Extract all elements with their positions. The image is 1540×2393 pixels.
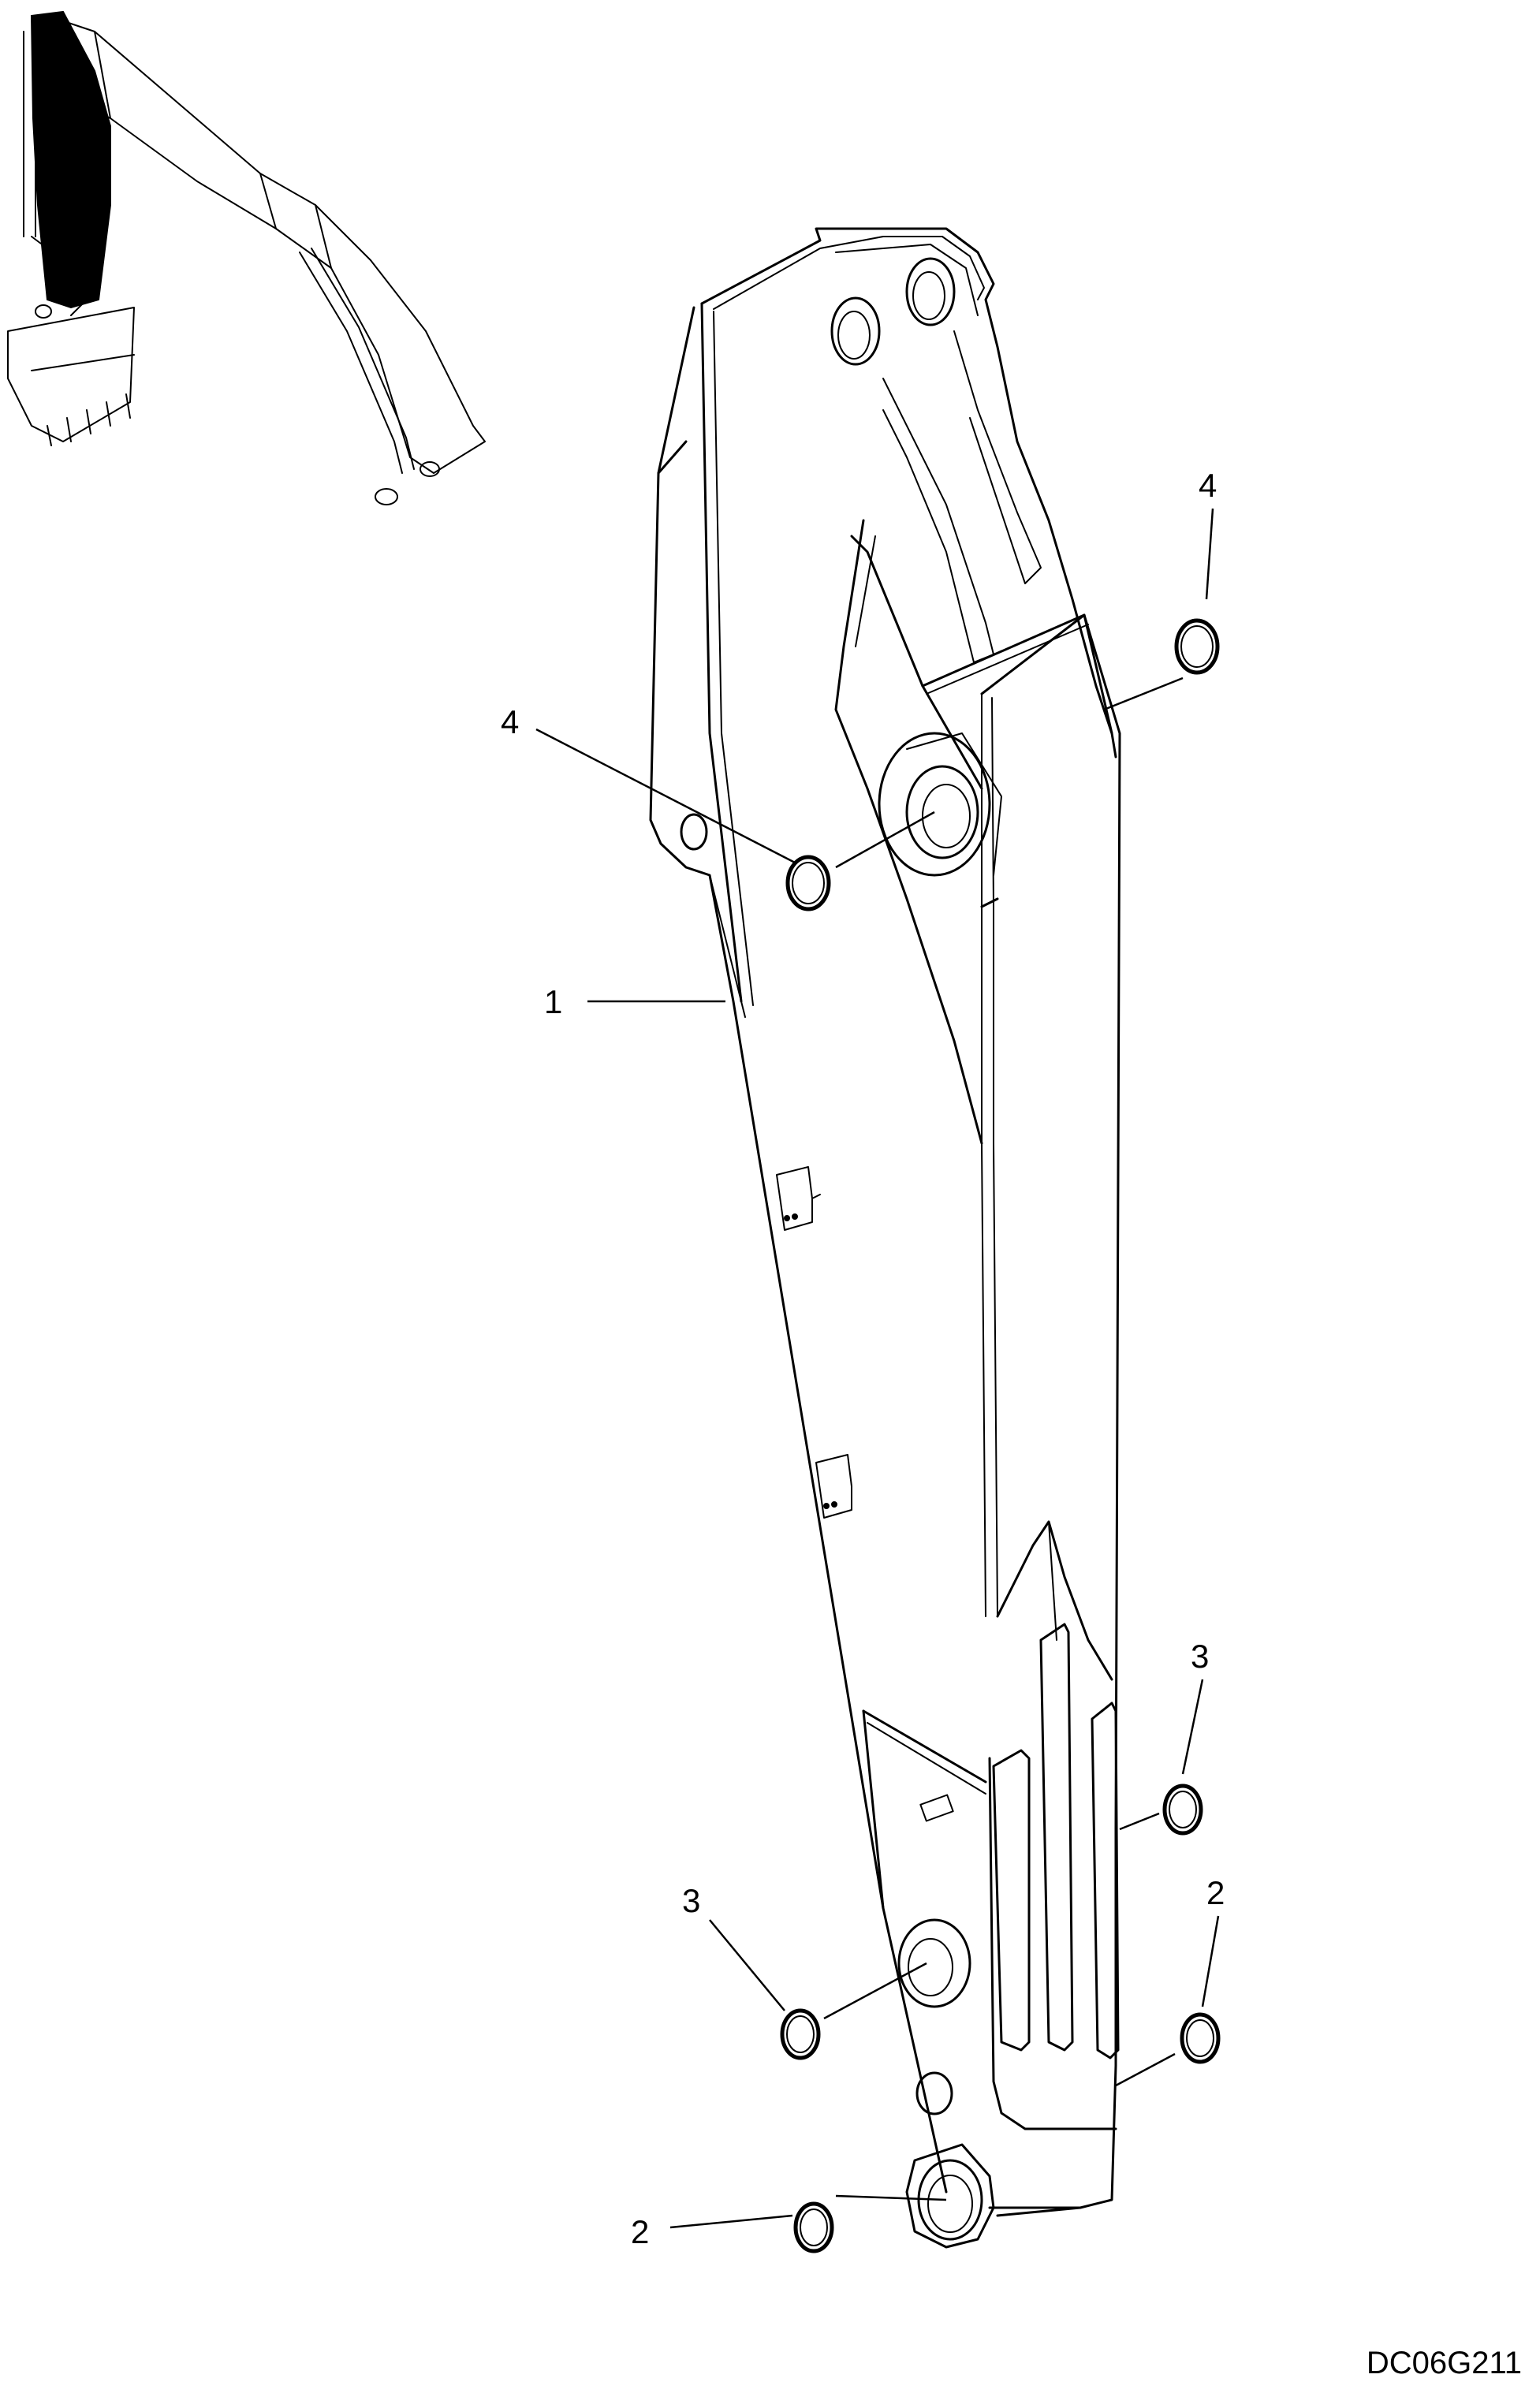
drawing-id: DC06G211	[1367, 2346, 1522, 2380]
callout-4-left: 4	[501, 703, 935, 911]
callout-2-bottom: 2	[631, 2194, 947, 2253]
callout-1-boom: 1	[544, 983, 725, 1020]
callout-label-4-left: 4	[501, 703, 519, 740]
callout-label-3-left: 3	[682, 1882, 700, 1919]
callout-label-2-bottom: 2	[631, 2213, 649, 2250]
excavator-locator-thumbnail	[7, 10, 486, 505]
callout-3-right: 3	[1119, 1638, 1209, 1836]
callout-3-left: 3	[682, 1882, 927, 2060]
callout-2-right: 2	[1115, 1874, 1225, 2087]
callout-4-right: 4	[1103, 467, 1220, 711]
callout-label-4-right: 4	[1199, 467, 1217, 504]
arm-assembly-drawing	[649, 227, 1121, 2249]
callout-label-1: 1	[544, 983, 562, 1020]
callout-label-3-right: 3	[1191, 1638, 1209, 1675]
callout-label-2-right: 2	[1206, 1874, 1225, 1911]
